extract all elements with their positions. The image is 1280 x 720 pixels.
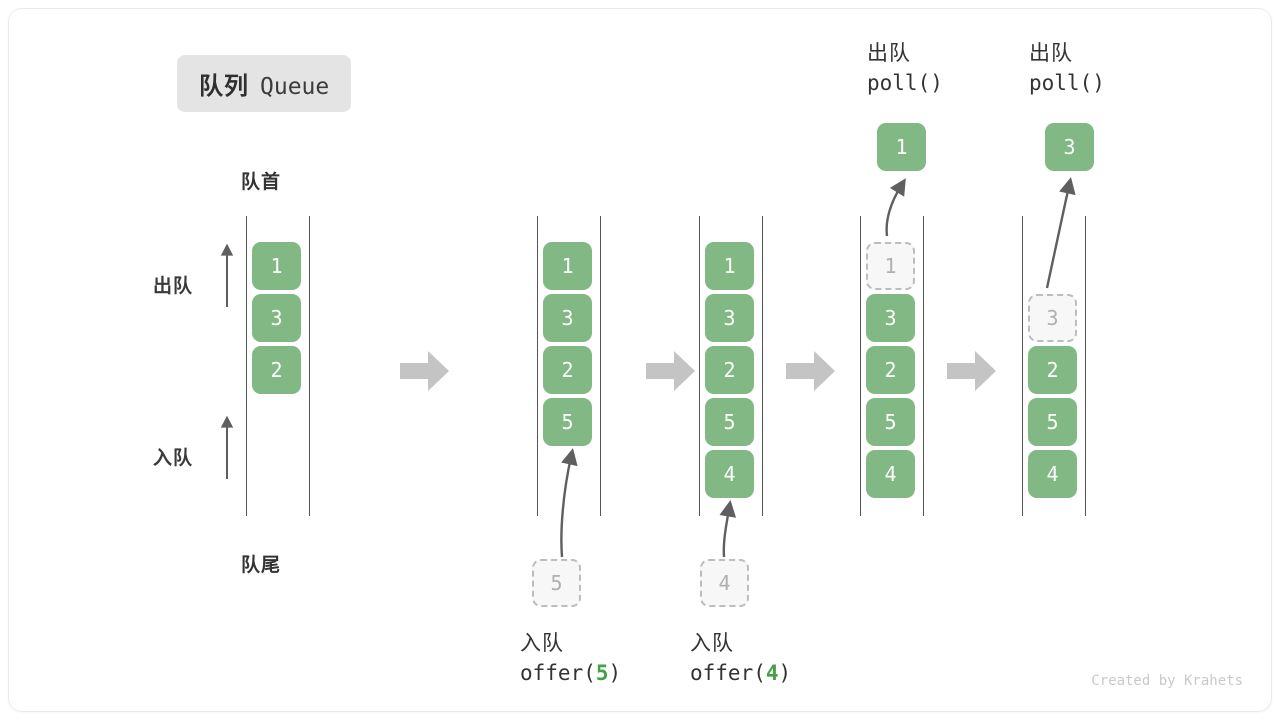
operation-code: offer(5) <box>520 660 622 685</box>
frame-5-rail-left <box>1022 216 1023 516</box>
queue-element-new: 5 <box>543 398 592 446</box>
dequeue-curve-arrow-icon <box>1039 172 1083 292</box>
flow-arrow-icon <box>646 350 696 392</box>
queue-element: 1 <box>543 242 592 290</box>
title-english: Queue <box>260 74 330 100</box>
queue-element: 2 <box>252 346 301 394</box>
operation-caption-offer-5: 入队 offer(5) <box>520 629 621 689</box>
queue-element: 2 <box>1028 346 1077 394</box>
frame-1-rail-right <box>309 216 310 516</box>
enqueue-direction-label: 入队 <box>153 448 194 469</box>
frame-4-rail-left <box>860 216 861 516</box>
queue-head-label: 队首 <box>241 172 282 193</box>
enqueue-curve-arrow-icon <box>549 439 597 563</box>
queue-element: 3 <box>543 294 592 342</box>
operation-code: poll() <box>1029 70 1105 95</box>
dequeue-curve-arrow-icon <box>877 172 921 240</box>
queue-element: 3 <box>252 294 301 342</box>
flow-arrow-icon <box>400 350 450 392</box>
operation-label-cn: 出队 <box>867 42 911 65</box>
frame-1-rail-left <box>246 216 247 516</box>
queue-tail-label: 队尾 <box>241 555 282 576</box>
queue-element: 2 <box>866 346 915 394</box>
enqueue-curve-arrow-icon <box>715 491 751 563</box>
frame-2-rail-left <box>537 216 538 516</box>
operation-label-cn: 入队 <box>520 632 564 655</box>
operation-caption-offer-4: 入队 offer(4) <box>690 629 791 689</box>
queue-element: 3 <box>705 294 754 342</box>
queue-element: 2 <box>543 346 592 394</box>
operation-code: offer(4) <box>690 660 792 685</box>
queue-element: 3 <box>866 294 915 342</box>
flow-arrow-icon <box>786 350 836 392</box>
title-chinese: 队列 <box>199 73 249 100</box>
dequeue-direction-label: 出队 <box>153 276 194 297</box>
enqueue-direction-arrow-icon <box>215 415 239 481</box>
queue-element: 2 <box>705 346 754 394</box>
queue-element: 5 <box>866 398 915 446</box>
operation-label-cn: 入队 <box>690 632 734 655</box>
diagram-card: 队列 Queue 队首 队尾 出队 入队 <box>8 8 1272 712</box>
operation-code: poll() <box>867 70 943 95</box>
frame-3-rail-right <box>762 216 763 516</box>
frame-2-rail-right <box>600 216 601 516</box>
flow-arrow-icon <box>947 350 997 392</box>
title-badge: 队列 Queue <box>177 55 352 112</box>
queue-element-removed: 3 <box>1028 294 1077 342</box>
frame-4-rail-right <box>923 216 924 516</box>
operation-caption-poll-3: 出队 poll() <box>1029 39 1105 99</box>
credit-text: Created by Krahets <box>1091 673 1243 689</box>
operation-caption-poll-1: 出队 poll() <box>867 39 943 99</box>
queue-element: 5 <box>705 398 754 446</box>
queue-element-new: 4 <box>705 450 754 498</box>
queue-element: 5 <box>1028 398 1077 446</box>
frame-5-rail-right <box>1085 216 1086 516</box>
dequeued-element: 1 <box>877 123 926 171</box>
incoming-element-ghost: 5 <box>532 559 581 607</box>
queue-element: 1 <box>252 242 301 290</box>
incoming-element-ghost: 4 <box>700 559 749 607</box>
frame-3-rail-left <box>699 216 700 516</box>
queue-element: 1 <box>705 242 754 290</box>
queue-element: 4 <box>1028 450 1077 498</box>
queue-element: 4 <box>866 450 915 498</box>
dequeue-direction-arrow-icon <box>215 243 239 309</box>
queue-element-removed: 1 <box>866 242 915 290</box>
operation-label-cn: 出队 <box>1029 42 1073 65</box>
dequeued-element: 3 <box>1045 123 1094 171</box>
